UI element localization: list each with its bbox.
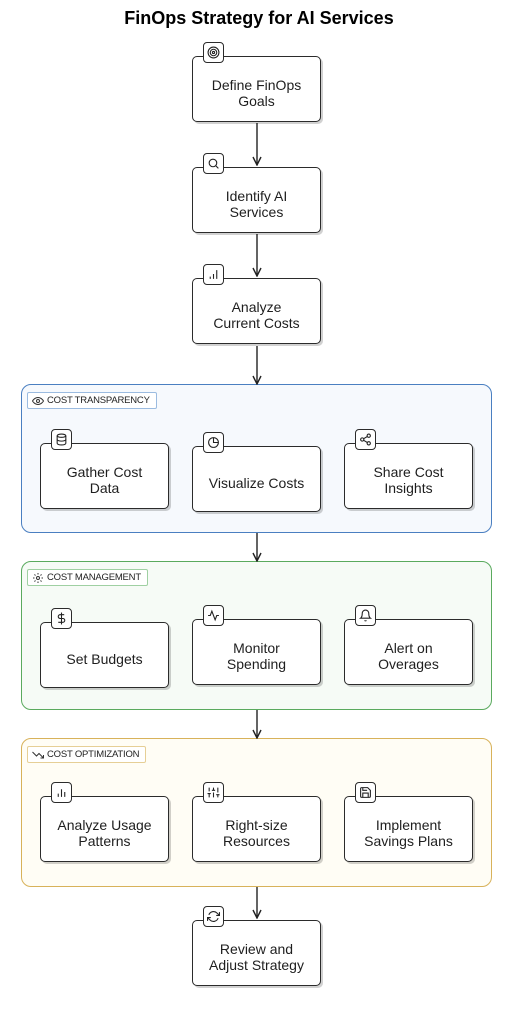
- gear-icon: [33, 572, 43, 583]
- trending-down-icon: [32, 751, 44, 758]
- node-monitor-spending[interactable]: Monitor Spending: [192, 619, 321, 685]
- refresh-icon: [207, 911, 220, 922]
- node-label: Review and Adjust Strategy: [209, 941, 304, 973]
- diagram-title: FinOps Strategy for AI Services: [124, 8, 394, 28]
- node-icon-monitor-spending: [203, 605, 224, 626]
- node-share-insights[interactable]: Share Cost Insights: [344, 443, 473, 509]
- node-icon-share-insights: [355, 429, 376, 450]
- node-icon-identify-services: [203, 153, 224, 174]
- node-label: Analyze Current Costs: [213, 299, 300, 331]
- activity-icon: [208, 609, 219, 622]
- node-icon-review-adjust: [203, 906, 224, 927]
- node-savings-plans[interactable]: Implement Savings Plans: [344, 796, 473, 862]
- node-label: Monitor Spending: [226, 640, 287, 672]
- node-analyze-usage[interactable]: Analyze Usage Patterns: [40, 796, 169, 862]
- search-icon: [208, 158, 219, 169]
- node-gather-cost-data[interactable]: Gather Cost Data: [40, 443, 169, 509]
- save-icon: [360, 787, 371, 798]
- bell-icon: [359, 609, 372, 622]
- node-label: Visualize Costs: [208, 475, 305, 491]
- node-set-budgets[interactable]: Set Budgets: [40, 622, 169, 688]
- bar-chart-icon: [209, 270, 218, 279]
- sliders-icon: [207, 787, 220, 798]
- group-label-text: COST MANAGEMENT: [47, 572, 141, 583]
- node-icon-analyze-usage: [51, 782, 72, 803]
- node-review-adjust[interactable]: Review and Adjust Strategy: [192, 920, 321, 986]
- group-label-cost-management: COST MANAGEMENT: [27, 569, 148, 586]
- node-label: Define FinOps Goals: [211, 77, 302, 109]
- group-label-text: COST TRANSPARENCY: [47, 395, 150, 406]
- target-icon: [207, 46, 220, 59]
- bar-chart-icon: [57, 789, 66, 797]
- eye-icon: [32, 396, 44, 405]
- pie-chart-icon: [208, 437, 219, 448]
- node-label: Gather Cost Data: [66, 464, 143, 496]
- node-icon-define-goals: [203, 42, 224, 63]
- node-label: Implement Savings Plans: [364, 817, 453, 849]
- node-icon-analyze-costs: [203, 264, 224, 285]
- dollar-icon: [57, 612, 66, 625]
- node-icon-gather-cost-data: [51, 429, 72, 450]
- node-icon-savings-plans: [355, 782, 376, 803]
- node-label: Analyze Usage Patterns: [57, 817, 152, 849]
- node-label: Share Cost Insights: [373, 464, 444, 496]
- node-label: Set Budgets: [66, 651, 143, 667]
- database-icon: [56, 433, 67, 446]
- node-icon-visualize-costs: [203, 432, 224, 453]
- node-right-size[interactable]: Right-size Resources: [192, 796, 321, 862]
- node-visualize-costs[interactable]: Visualize Costs: [192, 446, 321, 512]
- node-icon-right-size: [203, 782, 224, 803]
- node-icon-alert-overages: [355, 605, 376, 626]
- group-label-cost-transparency: COST TRANSPARENCY: [27, 392, 157, 409]
- node-icon-set-budgets: [51, 608, 72, 629]
- node-define-goals[interactable]: Define FinOps Goals: [192, 56, 321, 122]
- node-identify-services[interactable]: Identify AI Services: [192, 167, 321, 233]
- node-analyze-costs[interactable]: Analyze Current Costs: [192, 278, 321, 344]
- node-label: Identify AI Services: [225, 188, 288, 220]
- node-label: Alert on Overages: [378, 640, 439, 672]
- group-label-text: COST OPTIMIZATION: [47, 749, 140, 760]
- node-alert-overages[interactable]: Alert on Overages: [344, 619, 473, 685]
- group-label-cost-optimization: COST OPTIMIZATION: [27, 746, 147, 763]
- share-icon: [360, 433, 371, 446]
- node-label: Right-size Resources: [223, 817, 290, 849]
